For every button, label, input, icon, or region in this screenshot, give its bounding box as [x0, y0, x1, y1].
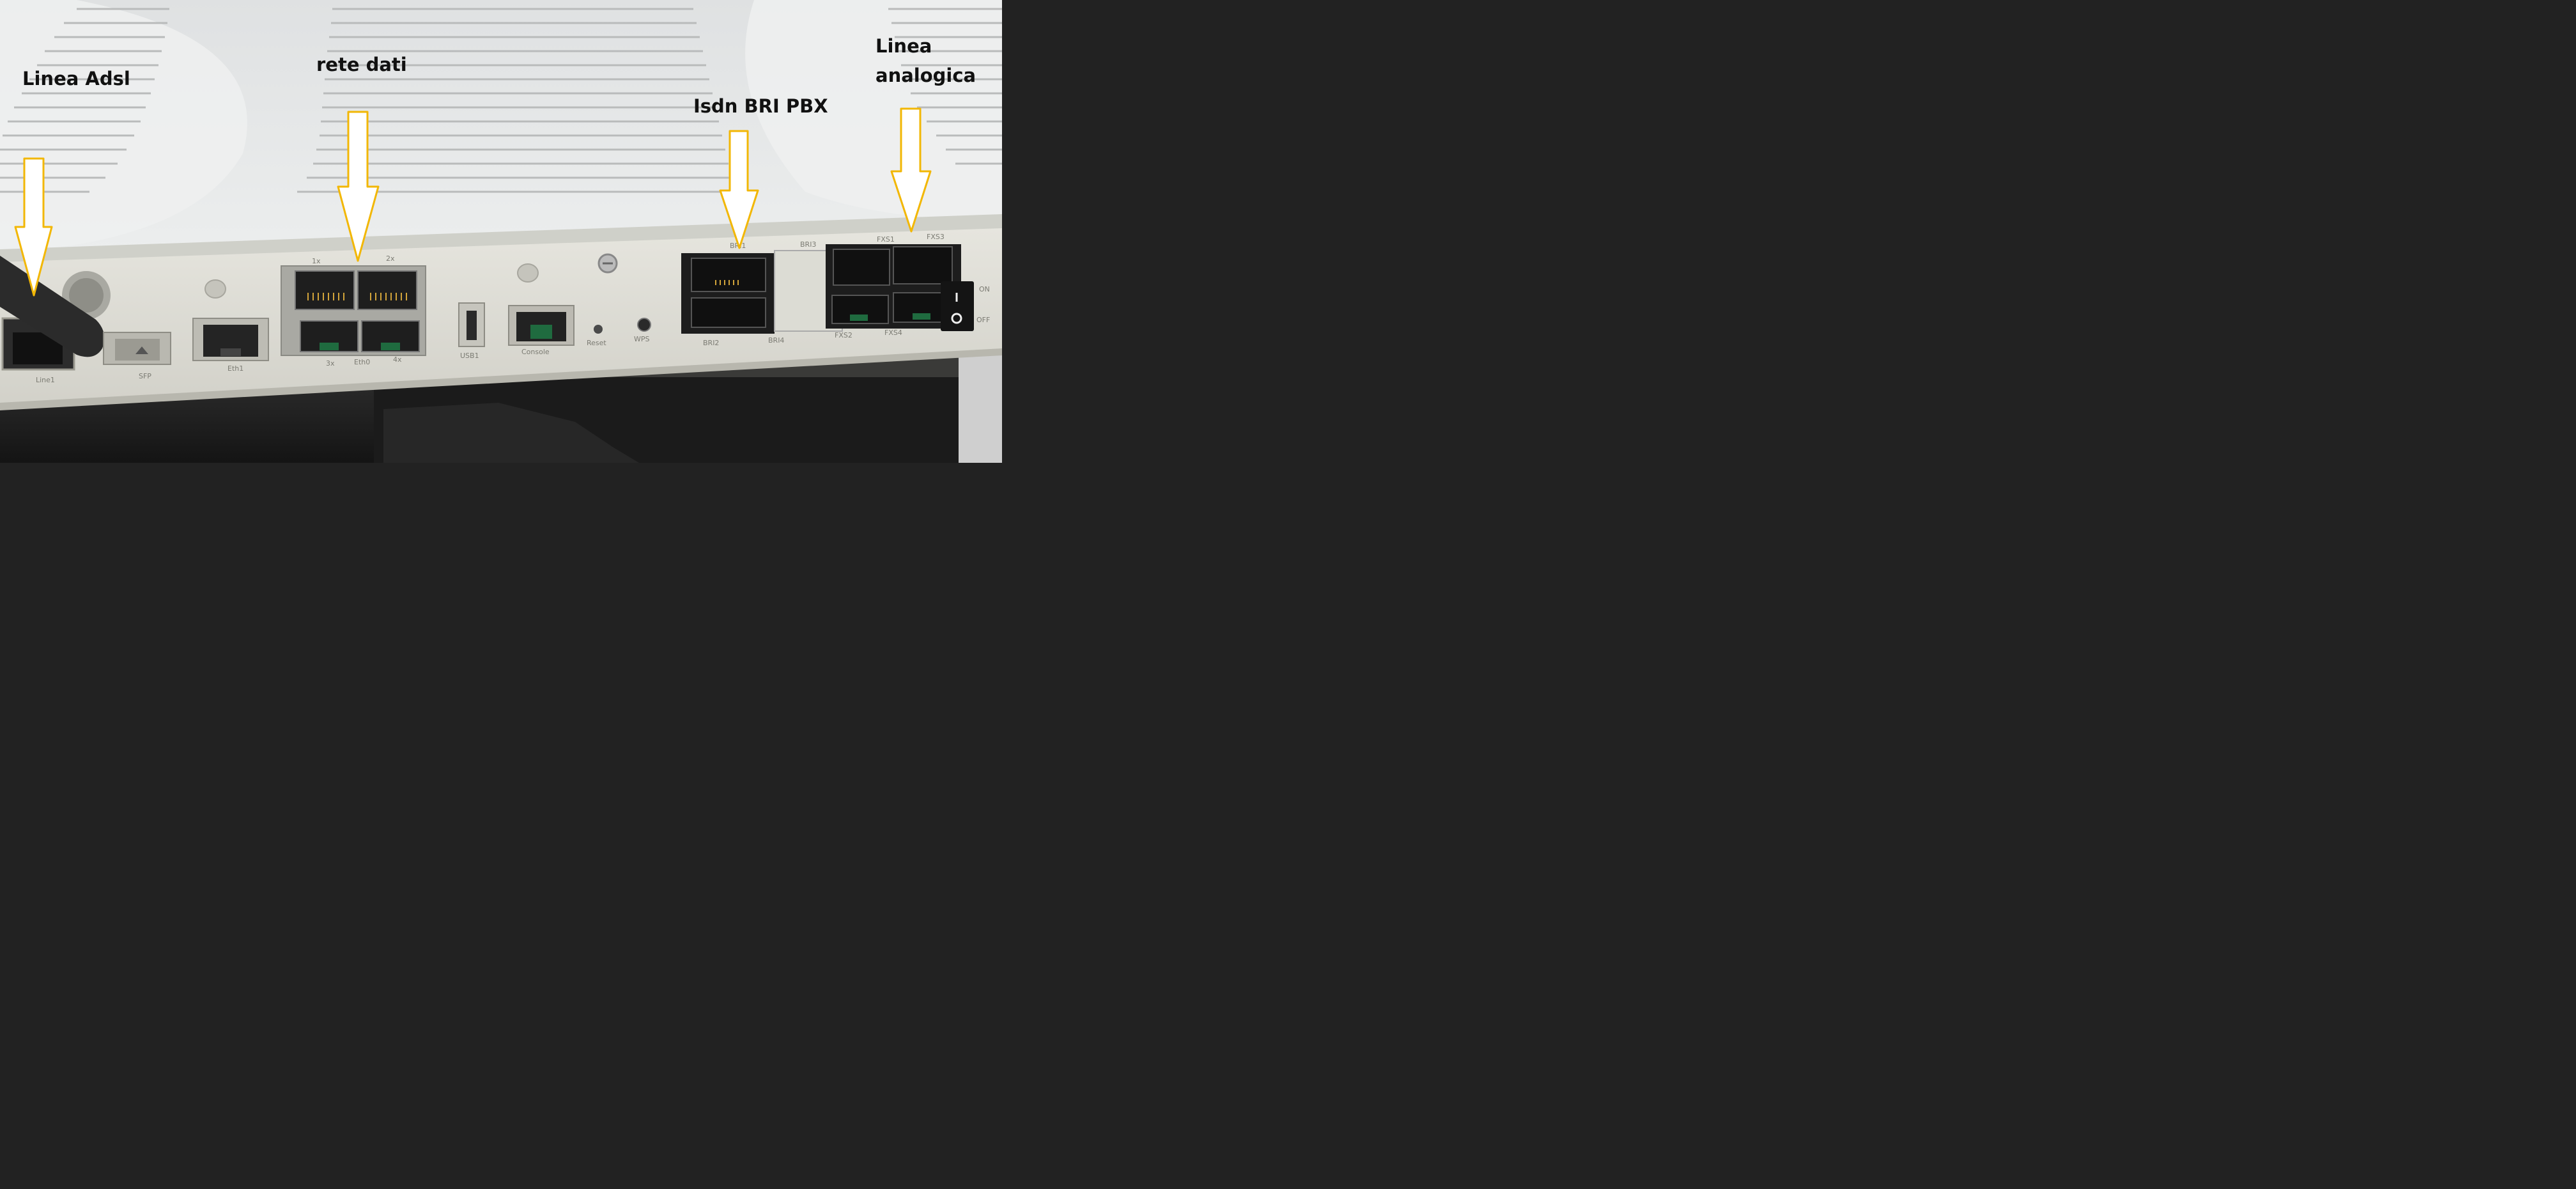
label-fxs1: FXS1: [877, 235, 895, 244]
label-bri2: BRI2: [703, 339, 719, 347]
annotation-analog-line-2: analogica: [875, 65, 976, 86]
lan-port-1x[interactable]: [295, 270, 355, 310]
down-arrow-icon: [337, 111, 380, 262]
photo-scene: Line1 SFP Eth1 1x 2x 3x Eth0 4x USB1 Con…: [0, 0, 1002, 463]
label-eth1: Eth1: [228, 364, 243, 373]
label-4x: 4x: [393, 355, 402, 364]
router-photo: Line1 SFP Eth1 1x 2x 3x Eth0 4x USB1 Con…: [0, 0, 1002, 463]
table-edge: [959, 352, 1002, 463]
down-arrow-icon: [719, 130, 759, 249]
wps-button[interactable]: [637, 318, 651, 332]
label-fxs4: FXS4: [884, 329, 902, 337]
vent-slots-left: [0, 8, 169, 193]
lan-port-2x[interactable]: [357, 270, 417, 310]
annotation-isdn-bri-pbx: Isdn BRI PBX: [693, 95, 828, 117]
front-rim: [0, 214, 1002, 263]
label-usb1: USB1: [460, 352, 479, 360]
antenna-cable: [0, 256, 105, 357]
down-arrow-icon: [14, 157, 53, 297]
label-3x: 3x: [326, 359, 335, 368]
fxs1-port[interactable]: [833, 249, 890, 286]
mount-hole-left: [204, 279, 226, 299]
label-1x: 1x: [312, 257, 321, 265]
label-reset: Reset: [587, 339, 606, 347]
power-switch[interactable]: [941, 281, 974, 331]
bri2-port[interactable]: [691, 297, 766, 328]
annotation-data-network: rete dati: [316, 54, 407, 75]
bri1-port[interactable]: [691, 258, 766, 292]
tape-scrap: [383, 403, 639, 463]
down-arrow-icon: [890, 107, 932, 233]
label-wps: WPS: [634, 335, 650, 343]
label-bri4: BRI4: [768, 336, 784, 345]
mount-hole-center: [517, 263, 539, 283]
label-off: OFF: [976, 316, 990, 324]
reset-button[interactable]: [594, 325, 603, 334]
label-fxs2: FXS2: [835, 331, 852, 339]
fxs3-port[interactable]: [893, 246, 953, 284]
label-on: ON: [979, 285, 990, 293]
label-eth0: Eth0: [354, 358, 370, 366]
label-console: Console: [521, 348, 550, 356]
vent-slots-right: [888, 8, 1002, 165]
annotation-analog-line-1: Linea: [875, 35, 932, 57]
label-line1: Line1: [36, 376, 55, 384]
vent-slots-middle: [297, 8, 735, 193]
left-dome: [0, 0, 247, 253]
annotation-adsl-line: Linea Adsl: [22, 68, 130, 89]
label-sfp: SFP: [139, 372, 151, 380]
label-2x: 2x: [386, 254, 395, 263]
front-bottom-edge: [0, 348, 1002, 410]
label-fxs3: FXS3: [927, 233, 945, 241]
label-bri3: BRI3: [800, 240, 816, 249]
right-dome: [745, 0, 1002, 221]
